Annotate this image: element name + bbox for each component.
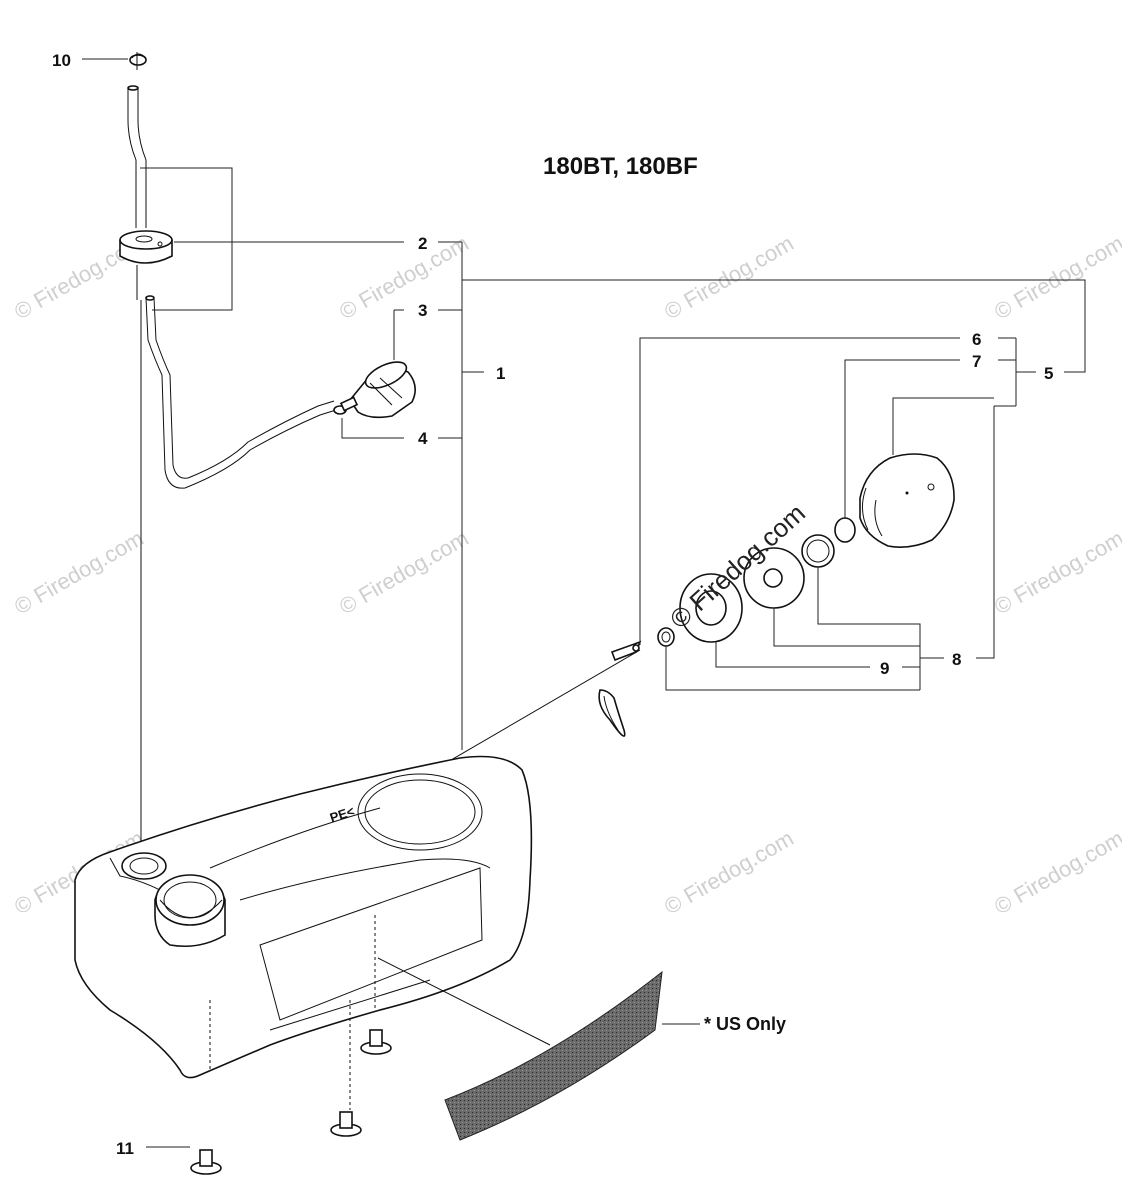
part-1-fuel-tank: PE< [74, 755, 551, 1110]
part-2-grommet [119, 230, 173, 264]
callout-5: 5 [1044, 364, 1053, 383]
callout-8: 8 [952, 650, 961, 669]
part-retainer-disc [743, 547, 805, 609]
callout-9: 9 [880, 659, 889, 678]
us-only-note: * US Only [704, 1014, 786, 1034]
watermark: © Firedog.com [990, 525, 1122, 619]
callout-10: 10 [52, 51, 71, 70]
svg-text:PE<: PE< [328, 803, 357, 825]
part-hose-lower [145, 295, 337, 489]
callout-2: 2 [418, 234, 427, 253]
callout-6: 6 [972, 330, 981, 349]
part-6-washer-small [657, 627, 675, 647]
watermark: © Firedog.com [660, 825, 798, 919]
callout-4: 4 [418, 429, 428, 448]
callout-3: 3 [418, 301, 427, 320]
part-decal-us-only [444, 970, 663, 1141]
part-11-screw-rear [360, 1029, 392, 1055]
watermark-layer: © Firedog.com © Firedog.com © Firedog.co… [10, 230, 1122, 919]
callout-11: 11 [116, 1139, 134, 1158]
part-8-ring [801, 534, 835, 568]
callouts: 10 2 3 1 4 6 7 5 8 9 11 * US Only [52, 51, 1053, 1158]
part-7-valve [834, 517, 856, 543]
watermark: © Firedog.com [10, 525, 148, 619]
part-5-fuel-cap [859, 453, 955, 548]
callout-1: 1 [496, 364, 505, 383]
watermark: © Firedog.com [660, 230, 798, 324]
part-3-fuel-filter [339, 361, 416, 419]
watermark: © Firedog.com [335, 525, 473, 619]
callout-7: 7 [972, 352, 981, 371]
diagram-title: 180BT, 180BF [543, 153, 698, 180]
part-11-screw-front [190, 1149, 222, 1175]
watermark: © Firedog.com [990, 230, 1122, 324]
watermark: © Firedog.com [990, 825, 1122, 919]
part-hose-upper [127, 85, 147, 228]
leader-lines [82, 58, 1086, 1148]
part-9-gasket [679, 573, 743, 643]
part-10-clip [129, 52, 147, 70]
part-11-screw-mid [330, 1111, 362, 1137]
